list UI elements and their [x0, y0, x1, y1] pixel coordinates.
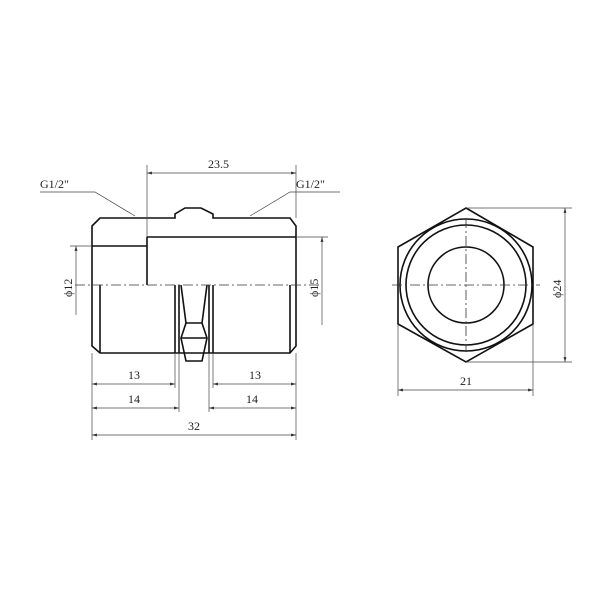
section-hatch	[91, 207, 297, 247]
thread-label-left: G1/2"	[40, 177, 69, 191]
hex-flat	[180, 284, 208, 362]
dim-total-length: 32	[188, 419, 200, 433]
dim-half-length-right: 14	[246, 392, 258, 406]
thread-label-right: G1/2"	[296, 177, 325, 191]
dim-hex-width: 21	[460, 374, 472, 388]
dim-hex-diameter: ϕ24	[550, 280, 564, 298]
body-outline	[91, 207, 297, 354]
dim-inner-diameter-left: ϕ12	[61, 279, 75, 297]
dim-half-length-left: 14	[128, 392, 140, 406]
dim-inner-diameter-right: ϕ15	[307, 279, 321, 297]
dim-overall-thread-length: 23.5	[208, 157, 229, 171]
side-view	[75, 207, 320, 362]
end-view	[392, 207, 540, 363]
dim-thread-length-left: 13	[128, 368, 140, 382]
dim-thread-length-right: 13	[249, 368, 261, 382]
